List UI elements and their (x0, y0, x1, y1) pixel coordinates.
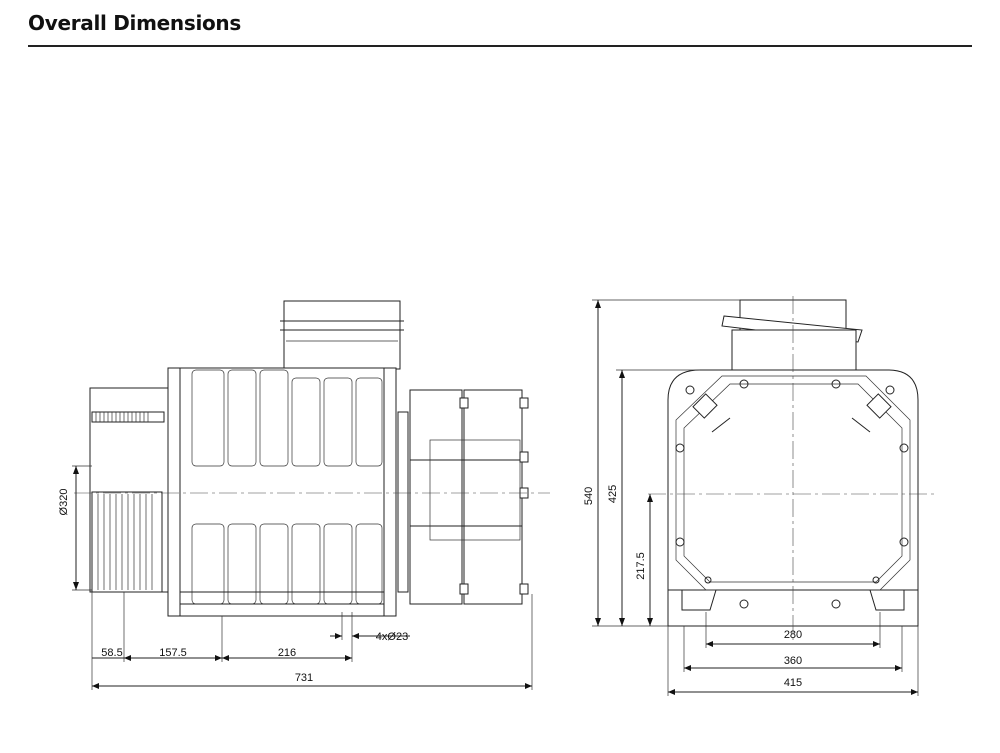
dim-holes: 4xØ23 (376, 631, 408, 643)
page-title: Overall Dimensions (28, 11, 241, 35)
terminal-box (283, 300, 401, 370)
dim-280: 280 (784, 629, 802, 641)
front-view (648, 296, 938, 640)
dim-157-5: 157.5 (159, 647, 187, 659)
brake-disc (409, 389, 463, 605)
traction-sheave (91, 491, 163, 593)
dim-731: 731 (295, 672, 313, 684)
inner-octagon (675, 375, 911, 591)
dim-58-5: 58.5 (101, 647, 122, 659)
dim-425: 425 (607, 485, 619, 503)
dim-diameter: Ø320 (58, 489, 70, 516)
bolts (675, 379, 909, 609)
dim-415: 415 (784, 677, 802, 689)
upper-fins (191, 369, 383, 467)
dim-217-5: 217.5 (635, 552, 647, 580)
dim-540: 540 (583, 487, 595, 505)
brake-caliper (463, 389, 523, 605)
dim-360: 360 (784, 655, 802, 667)
side-view-dimensions: Ø320 58.5 157.5 216 4xØ23 731 (58, 465, 533, 690)
front-view-dimensions: 540 425 217.5 280 360 415 (583, 299, 919, 696)
title-divider (28, 45, 972, 47)
motor-body (167, 367, 397, 617)
side-view (74, 300, 550, 617)
dim-216: 216 (278, 647, 296, 659)
